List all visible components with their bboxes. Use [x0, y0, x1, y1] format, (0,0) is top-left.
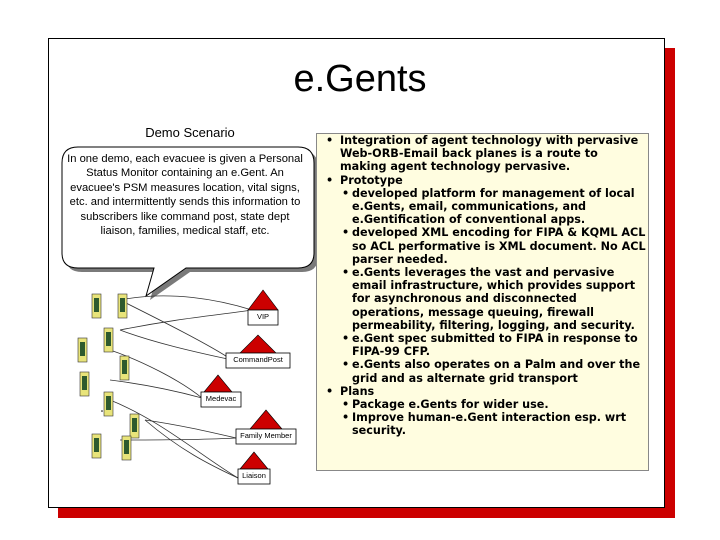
- command-post-box: [225, 352, 291, 369]
- sub-bullet-item: •Package e.Gents for wider use.: [318, 398, 648, 411]
- connection-lines: [109, 295, 253, 479]
- sub-bullet-item: •developed XML encoding for FIPA & KQML …: [318, 226, 648, 266]
- medevac-triangle: [203, 374, 233, 393]
- bullet-mark: •: [326, 134, 334, 147]
- psm-device-icon: [77, 337, 88, 363]
- bullet-text: developed XML encoding for FIPA & KQML A…: [352, 226, 646, 266]
- sub-bullet-item: •Improve human-e.Gent interaction esp. w…: [318, 411, 648, 437]
- psm-device-icon: [91, 433, 102, 459]
- callout-text: In one demo, each evacuee is given a Per…: [67, 153, 303, 238]
- sub-bullet-item: •developed platform for management of lo…: [318, 187, 648, 227]
- medevac-node: [200, 374, 242, 408]
- family-member-node: [235, 409, 297, 445]
- sub-bullet-item: •e.Gents leverages the vast and pervasiv…: [318, 266, 648, 332]
- bullet-mark: •: [326, 384, 334, 398]
- psm-device-icon: [129, 413, 140, 439]
- bullet-text: developed platform for management of loc…: [352, 186, 635, 227]
- bullet-text: e.Gent spec submitted to FIPA in respons…: [352, 332, 638, 359]
- bullet-text: Improve human-e.Gent interaction esp. wr…: [352, 411, 627, 438]
- stray-dot: [101, 410, 103, 412]
- right-text-panel: [316, 133, 649, 471]
- bullet-mark: •: [342, 411, 350, 425]
- bullet-mark: •: [326, 173, 334, 187]
- psm-device-icon: [79, 371, 90, 397]
- bullet-text: Package e.Gents for wider use.: [352, 398, 549, 412]
- command-post-node: [225, 334, 291, 369]
- vip-triangle: [247, 289, 279, 311]
- family-member-box: [235, 428, 297, 445]
- bullet-text: Integration of agent technology with per…: [340, 134, 639, 174]
- bullet-item: • Integration of agent technology with pe…: [318, 134, 648, 174]
- psm-device-icon: [91, 293, 102, 319]
- psm-device-icon: [103, 327, 114, 353]
- liaison-box: [237, 468, 271, 485]
- bullet-list: • Integration of agent technology with pe…: [318, 134, 648, 438]
- command-post-label: CommandPost: [233, 355, 283, 364]
- liaison-node: [237, 451, 271, 485]
- command-post-triangle: [239, 334, 277, 354]
- medevac-box: [200, 391, 242, 408]
- callout-body: [61, 146, 315, 298]
- medevac-label: Medevac: [205, 394, 237, 403]
- sub-bullet-item: •e.Gent spec submitted to FIPA in respon…: [318, 332, 648, 358]
- vip-node: [247, 289, 279, 326]
- psm-devices: [77, 293, 140, 461]
- family-member-triangle: [249, 409, 283, 430]
- psm-device-icon: [103, 391, 114, 417]
- family-member-label: Family Member: [240, 431, 292, 440]
- psm-device-icon: [121, 435, 132, 461]
- bullet-mark: •: [342, 358, 350, 372]
- bullet-mark: •: [342, 266, 350, 280]
- bullet-text: Plans: [340, 384, 375, 398]
- bullet-text: e.Gents leverages the vast and pervasive…: [352, 266, 636, 332]
- slide-title: e.Gents: [293, 58, 427, 100]
- liaison-label: Liaison: [242, 471, 266, 480]
- bullet-mark: •: [342, 398, 350, 412]
- bullet-text: e.Gents also operates on a Palm and over…: [352, 358, 641, 385]
- bullet-mark: •: [342, 226, 350, 240]
- psm-device-icon: [117, 293, 128, 319]
- bullet-mark: •: [342, 332, 350, 346]
- psm-device-icon: [119, 355, 130, 381]
- sub-bullet-item: •e.Gents also operates on a Palm and ove…: [318, 358, 648, 384]
- liaison-triangle: [239, 451, 269, 470]
- bullet-item: • Plans: [318, 385, 648, 398]
- bullet-item: • Prototype: [318, 174, 648, 187]
- demo-scenario-title: Demo Scenario: [145, 125, 235, 140]
- bullet-text: Prototype: [340, 173, 403, 187]
- vip-label: VIP: [256, 312, 270, 321]
- bullet-mark: •: [342, 186, 350, 200]
- vip-box: [247, 309, 279, 326]
